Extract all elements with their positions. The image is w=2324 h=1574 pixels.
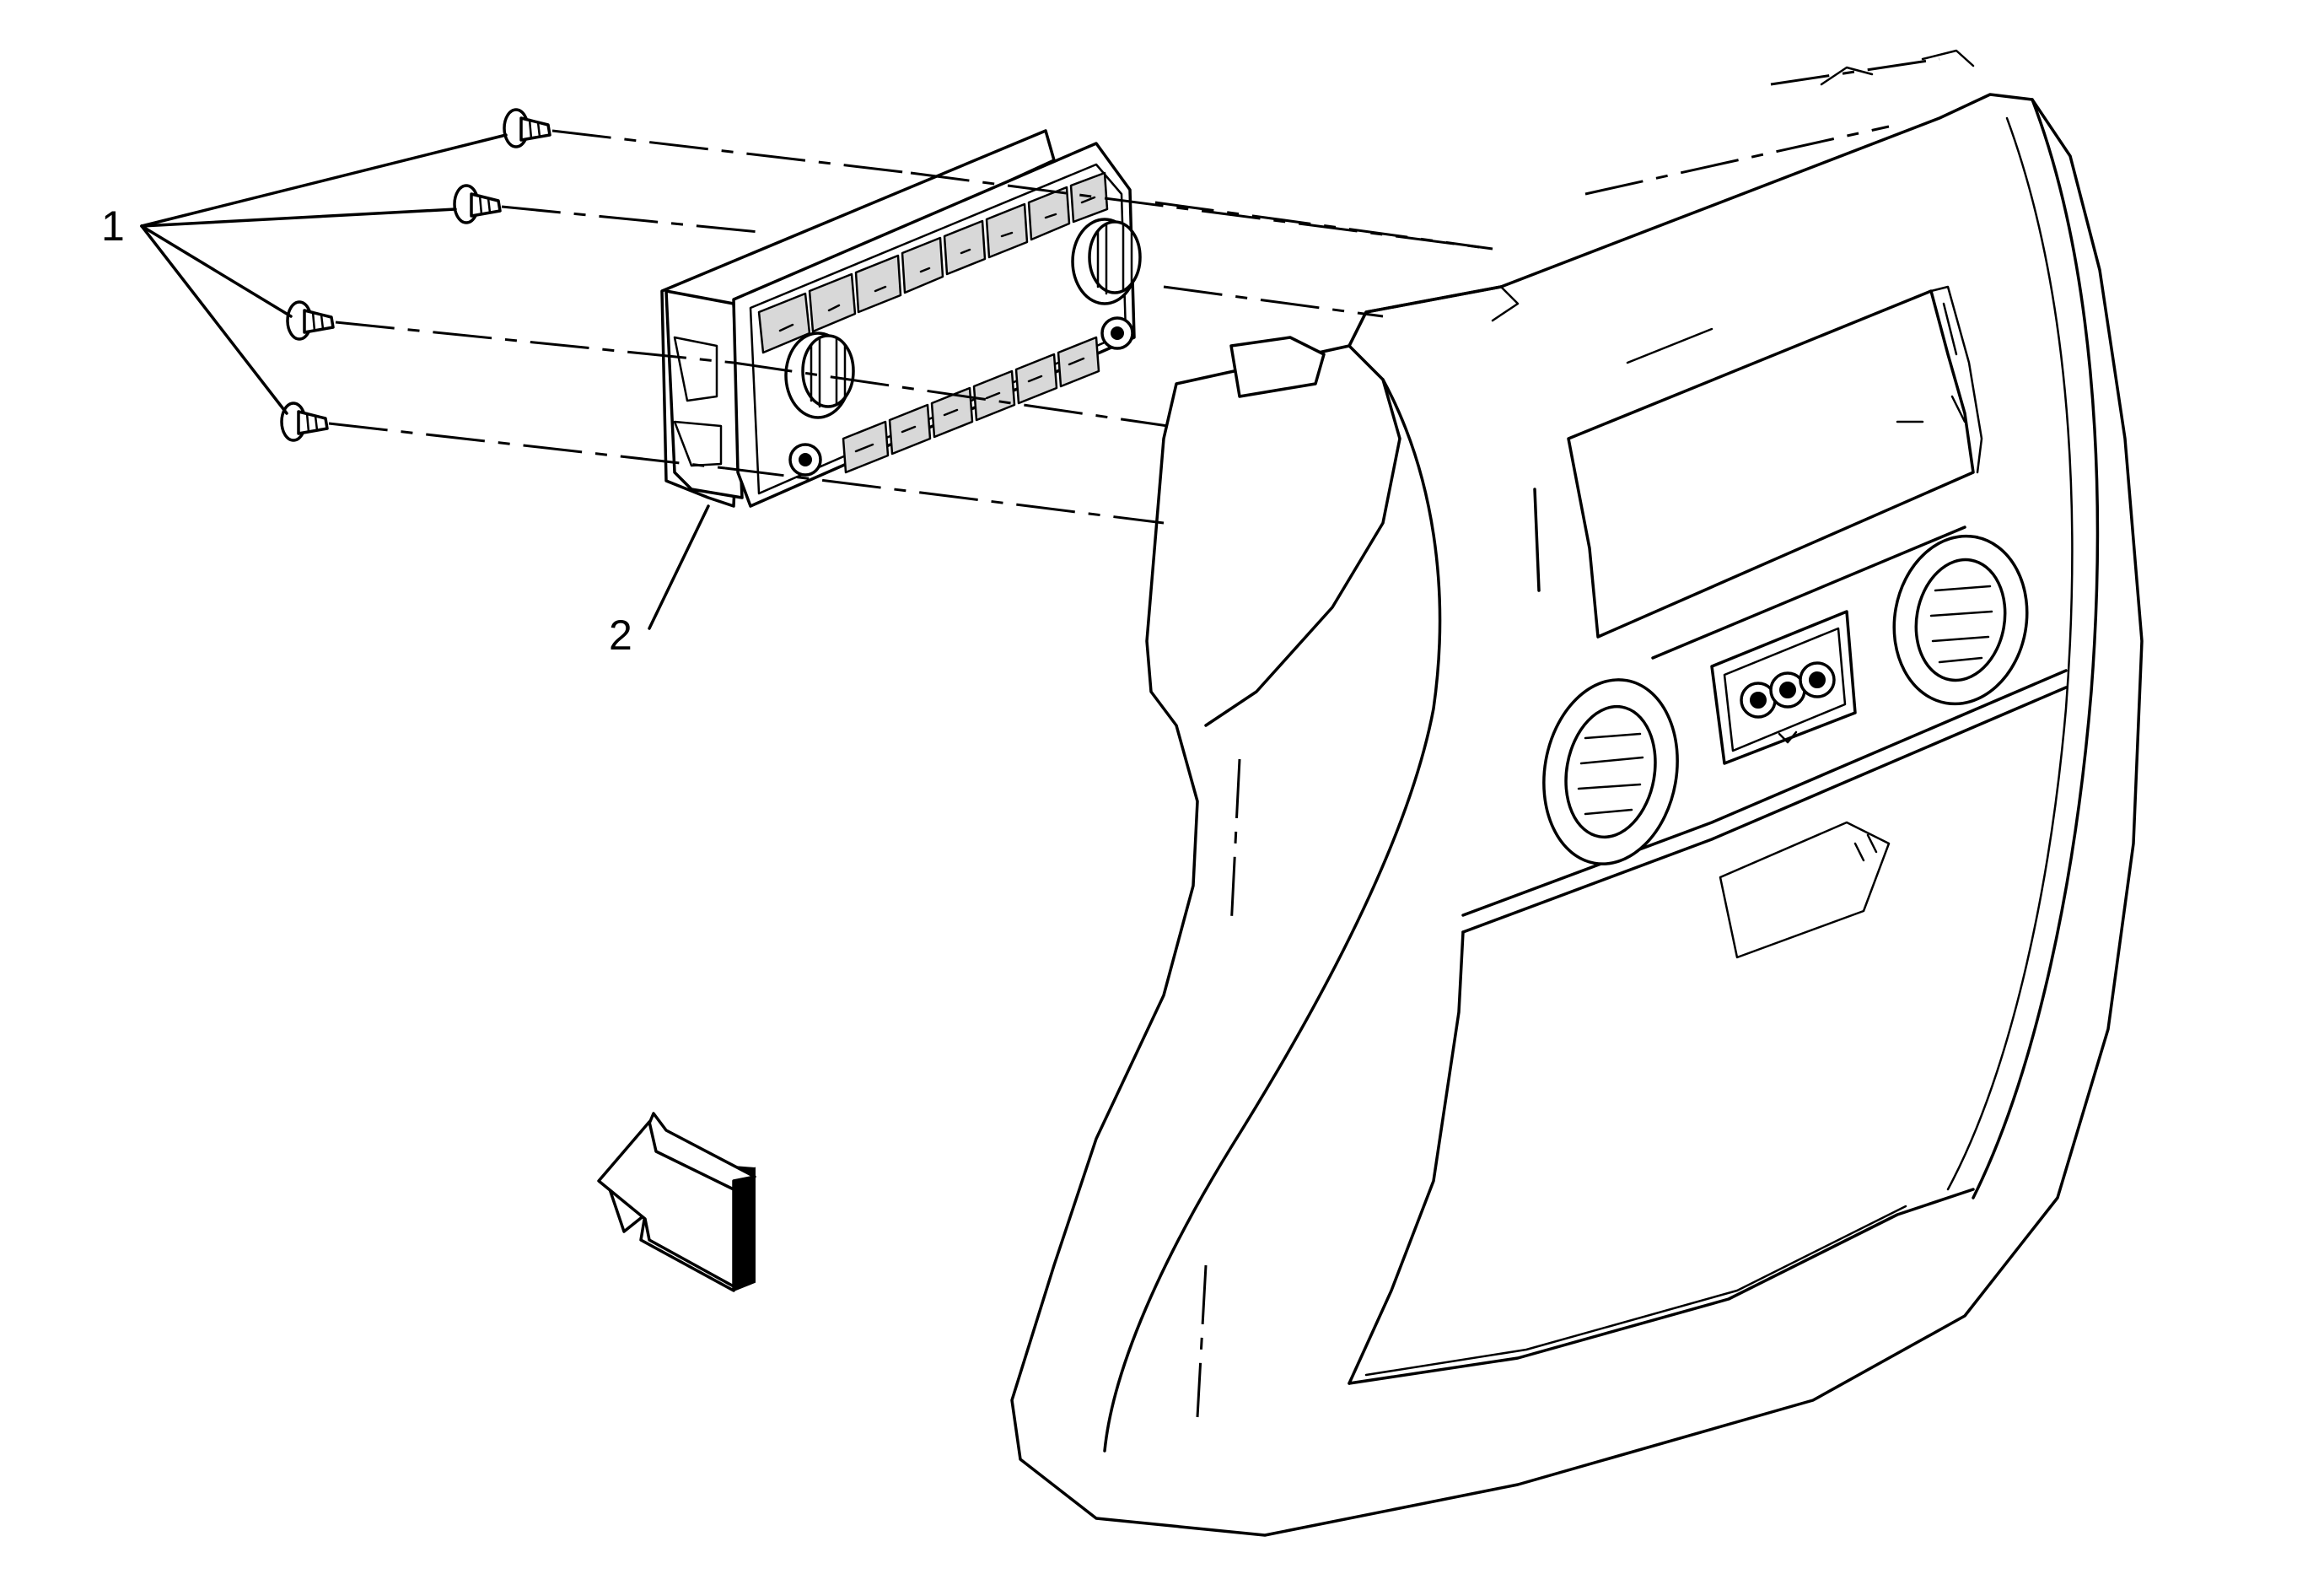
leader-lines [140, 133, 710, 630]
left-air-vent [1542, 678, 1679, 865]
callout-1-label: 1 [101, 202, 125, 250]
auxiliary-jack-panel [1710, 610, 1857, 765]
upper-button-row [757, 171, 1109, 354]
screw-3 [286, 300, 335, 341]
screw-fasteners [280, 108, 551, 442]
lower-button-row [842, 336, 1100, 474]
left-control-knob [784, 332, 855, 419]
right-air-vent [1892, 534, 2029, 706]
control-module [660, 129, 1142, 508]
screw-1 [503, 108, 551, 148]
screw-2 [453, 184, 502, 224]
callout-2-label: 2 [609, 612, 632, 659]
screw-4 [280, 402, 329, 442]
alignment-lines [328, 57, 1940, 525]
forward-arrow-icon [597, 1112, 756, 1292]
right-control-knob [1071, 218, 1142, 305]
console-bezel [1010, 49, 2144, 1537]
